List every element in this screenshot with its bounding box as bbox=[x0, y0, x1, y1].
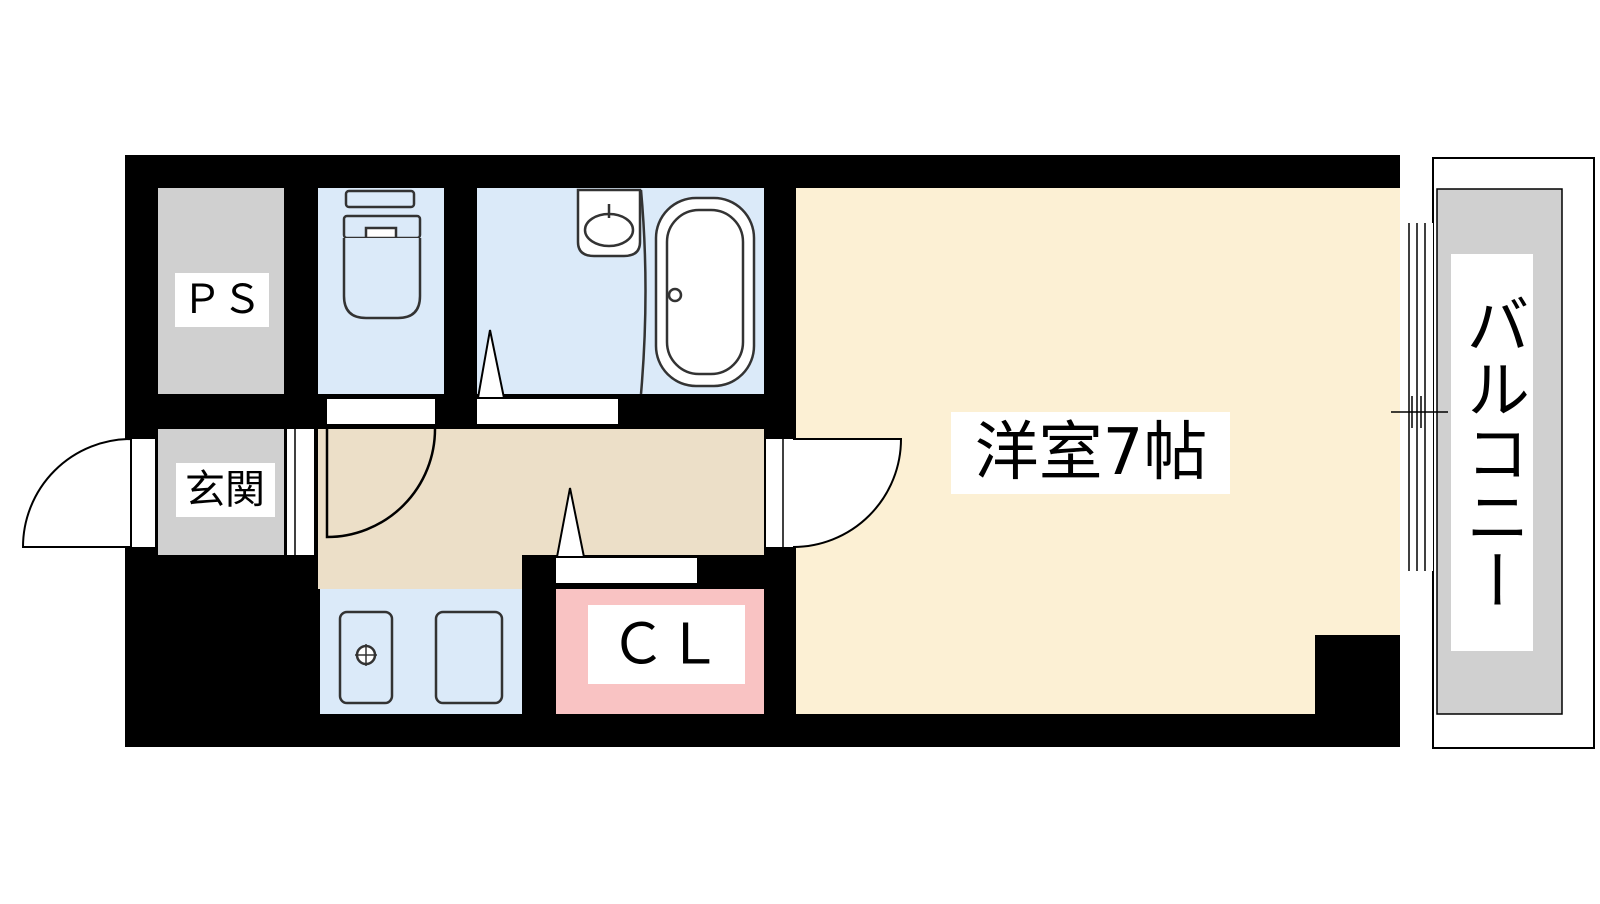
balcony-label: バルコニー bbox=[1455, 292, 1529, 612]
washbasin-icon bbox=[576, 188, 642, 258]
bath-door-opening bbox=[477, 399, 618, 424]
toilet-door-opening bbox=[327, 399, 435, 424]
label-bg bbox=[588, 605, 745, 684]
label-bg bbox=[1451, 254, 1533, 651]
label-bg bbox=[175, 273, 269, 327]
closet-door-opening bbox=[556, 558, 697, 583]
toilet-icon bbox=[342, 189, 422, 320]
closet-folding-door bbox=[555, 487, 586, 558]
toilet-door-swing bbox=[325, 428, 437, 539]
hallway bbox=[318, 429, 764, 589]
western-room-label: 洋室7帖 bbox=[975, 416, 1208, 490]
entrance-door-swing bbox=[21, 437, 132, 548]
bath-folding-door bbox=[476, 329, 506, 399]
kitchen-sink-icon bbox=[434, 610, 504, 705]
label-bg bbox=[951, 412, 1230, 494]
closet-label: ＣＬ bbox=[610, 613, 722, 678]
ps-label: ＰＳ bbox=[182, 277, 262, 323]
room-door-swing bbox=[792, 438, 903, 548]
room-door-opening bbox=[766, 439, 793, 547]
bathtub-icon bbox=[639, 189, 756, 395]
genkan-inner-opening bbox=[287, 429, 314, 555]
label-bg bbox=[176, 463, 275, 517]
stove-icon bbox=[338, 610, 394, 705]
genkan-label: 玄関 bbox=[185, 467, 265, 513]
